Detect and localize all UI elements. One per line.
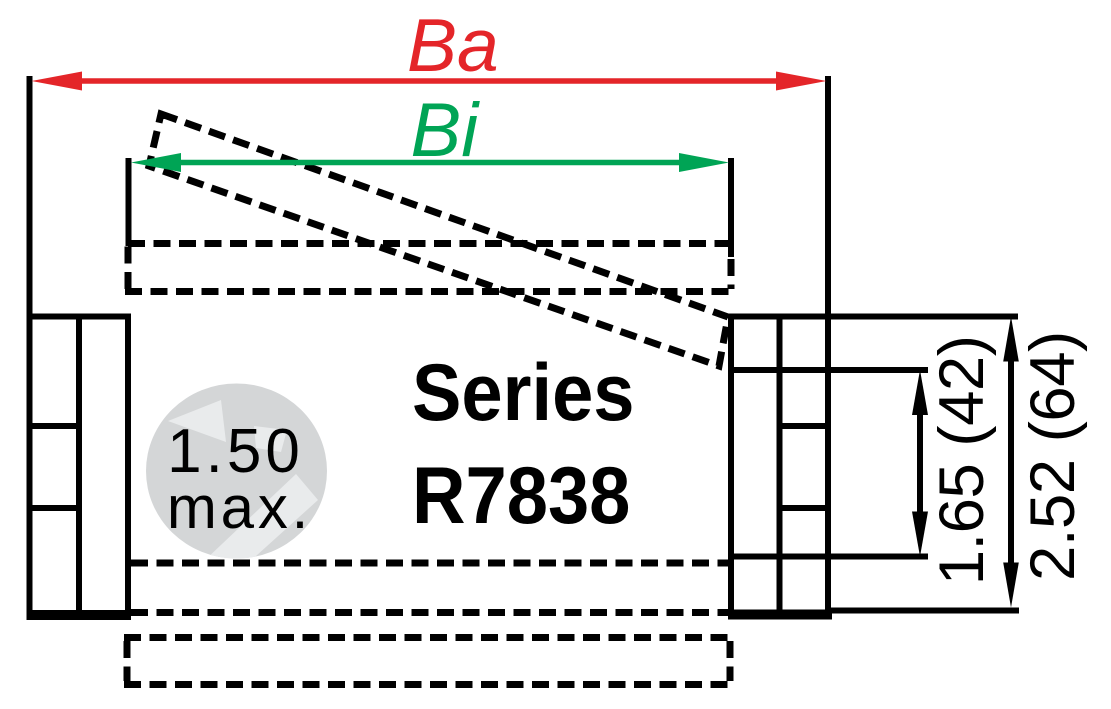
svg-text:1.50: 1.50 [167,417,304,486]
svg-text:R7838: R7838 [412,451,630,541]
svg-text:2.52 (64): 2.52 (64) [1018,331,1088,581]
svg-text:max.: max. [167,474,312,541]
svg-text:Bi: Bi [411,88,481,173]
svg-text:Series: Series [412,348,635,438]
svg-text:Ba: Ba [407,3,499,87]
svg-text:1.65 (42): 1.65 (42) [927,336,997,586]
